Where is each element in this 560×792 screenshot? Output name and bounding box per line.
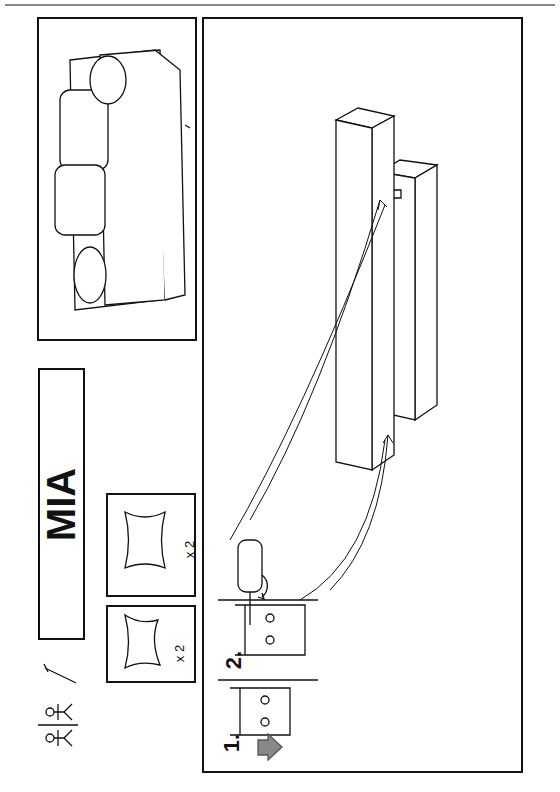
seat-slab [336, 108, 394, 470]
step-label: 2. [214, 640, 254, 680]
quantity-label: x 2 [182, 541, 197, 558]
cushion-icons [125, 512, 165, 668]
product-name: MIA [39, 467, 84, 540]
guide-curves [230, 200, 393, 600]
sofa-panel [38, 18, 196, 340]
title-box: MIA [38, 368, 85, 640]
detail-insets [218, 540, 318, 760]
main-panel [203, 18, 522, 772]
sofa-drawing [55, 50, 190, 310]
tool-icons [38, 664, 78, 746]
cushion-box: x 2 [106, 493, 196, 597]
step-number: 1. [219, 734, 245, 752]
step-label: 1. [212, 723, 252, 763]
cushion-box: x 2 [106, 605, 196, 683]
page-rule [5, 5, 555, 6]
step-number: 2. [221, 651, 247, 669]
quantity-label: x 2 [172, 645, 187, 662]
